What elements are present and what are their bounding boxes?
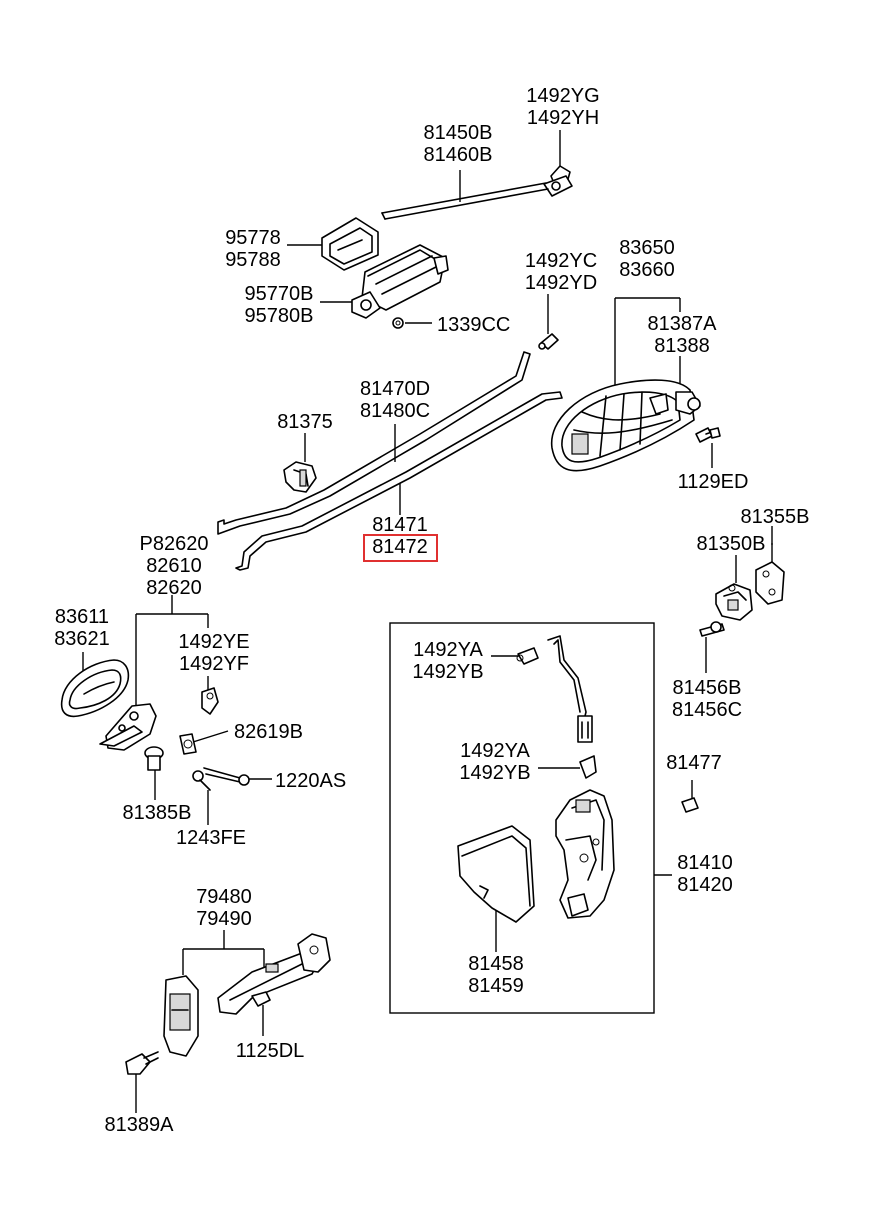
clip-1492yg-part <box>543 165 573 197</box>
highlight-box-81472 <box>363 534 438 562</box>
plate-81355b-part <box>755 561 785 605</box>
label-81389a: 81389A <box>105 1114 175 1136</box>
outside-handle-83650-part <box>550 379 701 472</box>
label-81385b: 81385B <box>123 802 192 824</box>
actuator-95770b-part <box>351 244 449 319</box>
label-81375: 81375 <box>277 411 333 433</box>
rod-81450b-part <box>381 182 549 220</box>
label-81355b: 81355B <box>741 506 810 528</box>
clip-1492ye-part <box>201 687 219 715</box>
leader-lines <box>82 130 773 1113</box>
label-81477: 81477 <box>666 752 722 774</box>
door-check-79480-part <box>163 933 331 1057</box>
clip-1492yc-part <box>538 333 559 350</box>
screw-1243fe-part <box>192 770 211 791</box>
rod-81471-part <box>235 391 563 571</box>
screw-1339cc-part <box>392 317 404 329</box>
pin-81385b-part <box>144 746 164 771</box>
bracket-95778-part <box>321 217 379 271</box>
clip-1492ya-top-part <box>516 647 539 665</box>
handle-cover-83611-part <box>60 659 130 718</box>
label-1339cc: 1339CC <box>437 314 510 336</box>
bolt-81456b-part <box>699 621 725 637</box>
label-1220as: 1220AS <box>275 770 346 792</box>
label-81350b: 81350B <box>697 533 766 555</box>
clip-81375-part <box>283 461 317 493</box>
inside-handle-p82620-part <box>99 703 157 751</box>
screw-1220as-part <box>203 767 250 786</box>
handle-assembly-frame <box>389 622 655 1014</box>
label-1125dl: 1125DL <box>236 1040 305 1062</box>
washer-82619b-part <box>179 733 197 755</box>
cover-81458-part <box>457 825 535 923</box>
screw-1125dl-part <box>251 991 271 1007</box>
inner-rod-part <box>547 635 593 743</box>
label-1243fe: 1243FE <box>176 827 246 849</box>
latch-81410-part <box>555 789 615 919</box>
label-82619b: 82619B <box>234 721 303 743</box>
bolt-81389a-part <box>125 1051 159 1075</box>
label-1129ed: 1129ED <box>678 471 749 493</box>
screw-81477-part <box>681 797 699 813</box>
rod-81470d-part <box>217 351 531 535</box>
screw-1129ed-part <box>695 427 721 443</box>
striker-81350b-part <box>715 583 753 621</box>
clip-1492ya-mid-part <box>579 755 597 779</box>
